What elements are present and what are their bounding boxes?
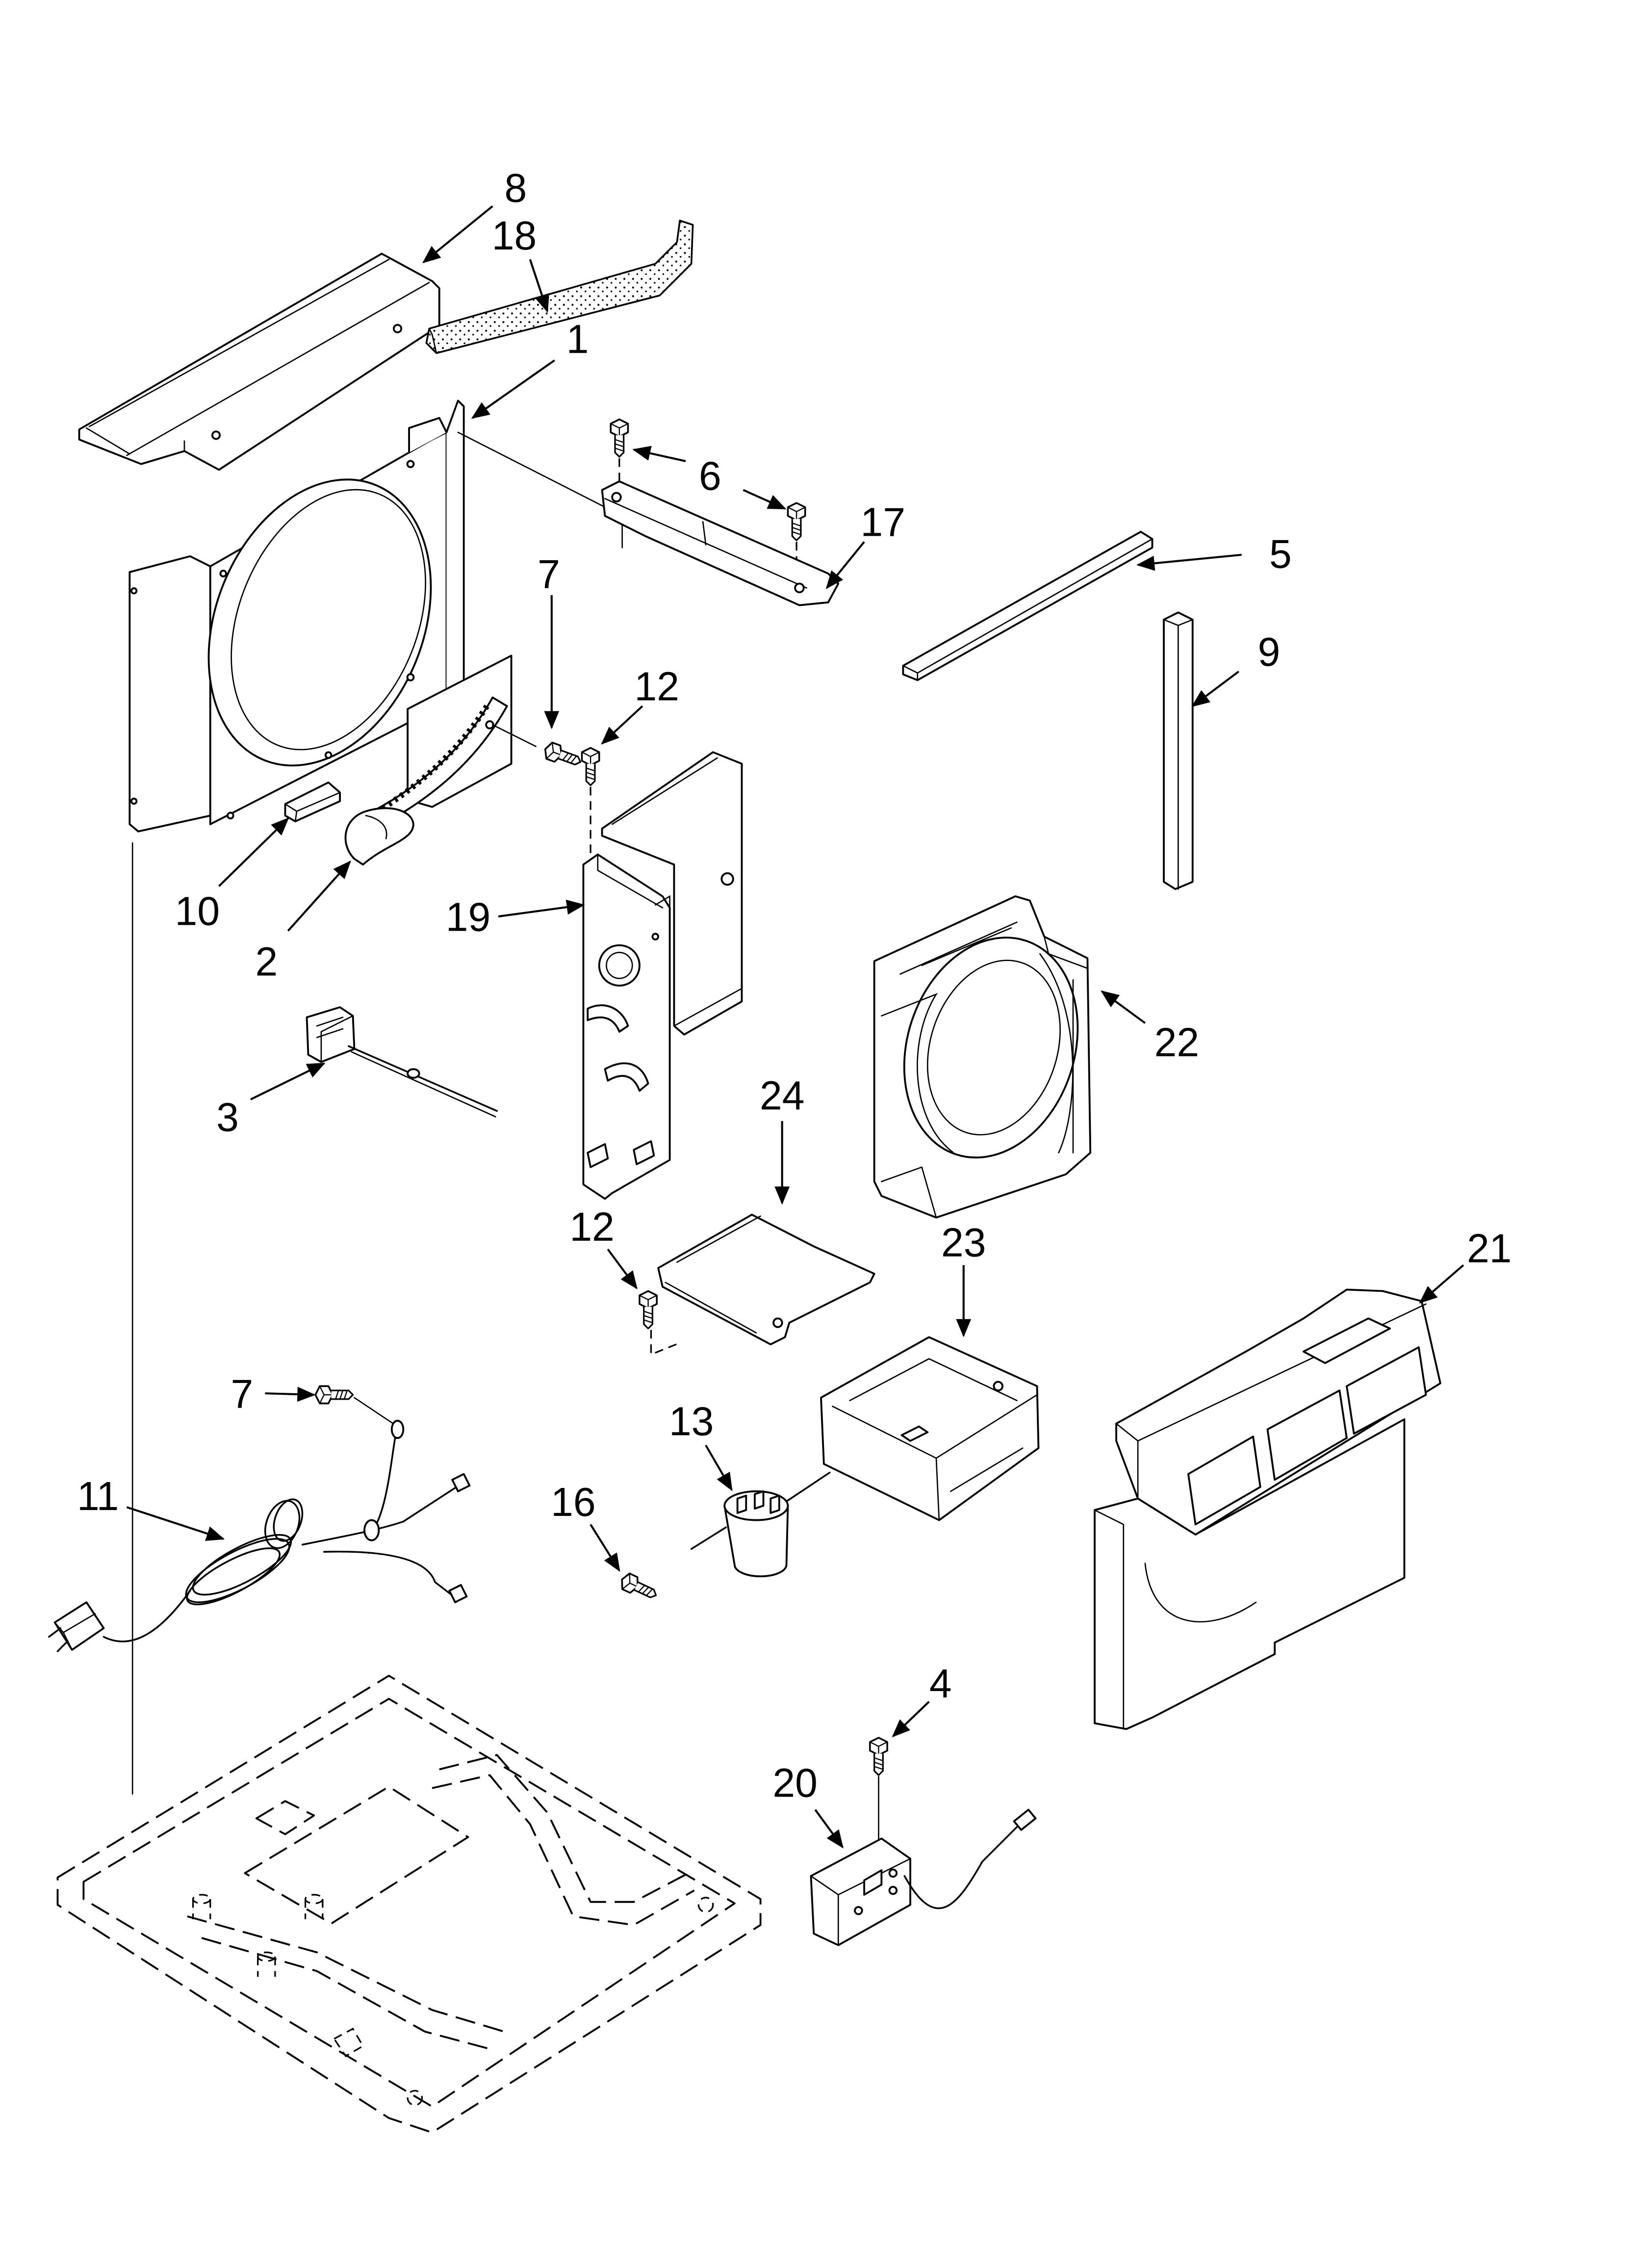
callout-8: 8 [505, 166, 527, 210]
callout-10: 10 [175, 889, 220, 934]
callout-20: 20 [772, 1761, 817, 1805]
base-pan-boss [257, 1952, 276, 1977]
part-24-mounting-plate [657, 1214, 875, 1346]
callout-9: 9 [1257, 630, 1280, 675]
callout-3: 3 [216, 1095, 239, 1140]
leader-10 [218, 817, 289, 887]
leader-16 [590, 1524, 620, 1572]
part-7-lower-screw [314, 1385, 398, 1428]
callout-24: 24 [760, 1074, 804, 1119]
part-12-lower-screw [639, 1290, 680, 1356]
callout-7-lower: 7 [231, 1372, 254, 1417]
part-18-gasket-strip [425, 219, 694, 354]
leader-8 [422, 205, 493, 263]
callout-21: 21 [1467, 1226, 1512, 1271]
leader-arrows [126, 205, 1464, 1849]
part-9-side-seal [1163, 611, 1194, 890]
part-21-control-housing [1094, 1288, 1441, 1730]
leader-6a [632, 445, 686, 463]
base-pan [56, 1674, 762, 2134]
leader-19 [498, 899, 585, 918]
leader-21 [1419, 1264, 1464, 1304]
leader-13 [705, 1444, 733, 1491]
part-13-capacitor [690, 1471, 831, 1578]
leader-9 [1191, 671, 1239, 707]
part-17-bracket [601, 480, 840, 606]
leader-3 [250, 1062, 326, 1100]
leader-12-upper [601, 705, 643, 745]
leader-20 [814, 1809, 844, 1849]
part-10-foam-block [284, 782, 341, 823]
leader-22 [1101, 990, 1146, 1024]
leader-17 [825, 541, 865, 589]
callout-1: 1 [566, 317, 589, 362]
callout-12-lower: 12 [569, 1205, 614, 1250]
callout-16: 16 [551, 1480, 595, 1525]
callout-11: 11 [77, 1474, 119, 1519]
callout-2: 2 [255, 939, 278, 984]
callout-12-upper: 12 [634, 665, 679, 709]
part-12-upper-screw [581, 747, 600, 853]
callout-6: 6 [699, 454, 721, 499]
part-3-thermistor [306, 1006, 498, 1118]
leader-6b [743, 489, 787, 510]
callout-4: 4 [929, 1662, 952, 1706]
callout-labels: 8 18 1 6 17 5 7 12 9 10 2 19 22 3 24 12 … [77, 166, 1512, 1805]
callout-22: 22 [1155, 1020, 1199, 1065]
part-5-seal-bar [902, 530, 1154, 681]
callout-23: 23 [941, 1221, 986, 1265]
part-1-fan-shroud [128, 399, 623, 833]
part-22-blower-scroll [873, 895, 1092, 1219]
callout-19: 19 [446, 895, 490, 939]
callout-17: 17 [861, 500, 905, 545]
part-19-motor-bracket [582, 751, 743, 1200]
callout-18: 18 [492, 213, 537, 258]
leader-1 [471, 359, 555, 419]
leader-7-lower [265, 1386, 316, 1402]
leader-11 [126, 1506, 225, 1541]
part-23-control-tray [820, 1336, 1040, 1521]
part-8-top-cover [78, 253, 440, 471]
part-11-power-cord [48, 1420, 471, 1652]
leader-18 [529, 259, 549, 313]
part-2-shroud-clip [344, 807, 414, 866]
callout-13: 13 [669, 1399, 714, 1444]
leader-12-lower [607, 1249, 638, 1290]
part-20-sensor-board [810, 1808, 1037, 1946]
leader-5 [1136, 553, 1242, 571]
leader-2 [287, 860, 351, 932]
callout-5: 5 [1269, 532, 1292, 576]
leader-4 [892, 1701, 930, 1738]
base-pan-boss [304, 1894, 324, 1920]
base-pan-boss [192, 1894, 211, 1920]
callout-7-upper: 7 [538, 552, 560, 597]
part-6-screws [610, 418, 806, 574]
